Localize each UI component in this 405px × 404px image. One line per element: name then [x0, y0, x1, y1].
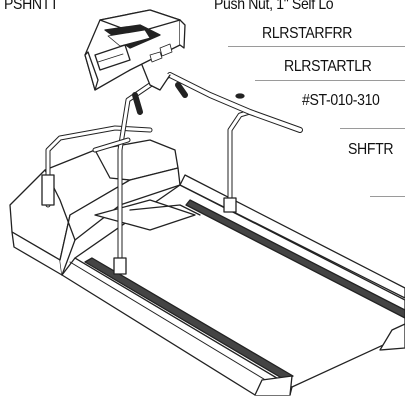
divider-line [255, 80, 405, 81]
part-code-rlrstartlr: RLRSTARTLR [284, 58, 372, 75]
divider-line [340, 128, 405, 129]
running-belt [74, 184, 405, 388]
part-code-st-010-310: #ST-010-310 [302, 92, 380, 109]
divider-line [228, 46, 405, 47]
part-code-shftr: SHFTR [348, 141, 394, 158]
right-grip-strip [185, 199, 405, 319]
part-description-push-nut: Push Nut, 1" Self Lo [214, 0, 334, 13]
divider-line [370, 196, 405, 197]
part-code-rlrstarfrr: RLRSTARFRR [262, 25, 353, 42]
part-code-pshntt: PSHNTT [4, 0, 59, 13]
left-grip-strip [84, 257, 294, 381]
